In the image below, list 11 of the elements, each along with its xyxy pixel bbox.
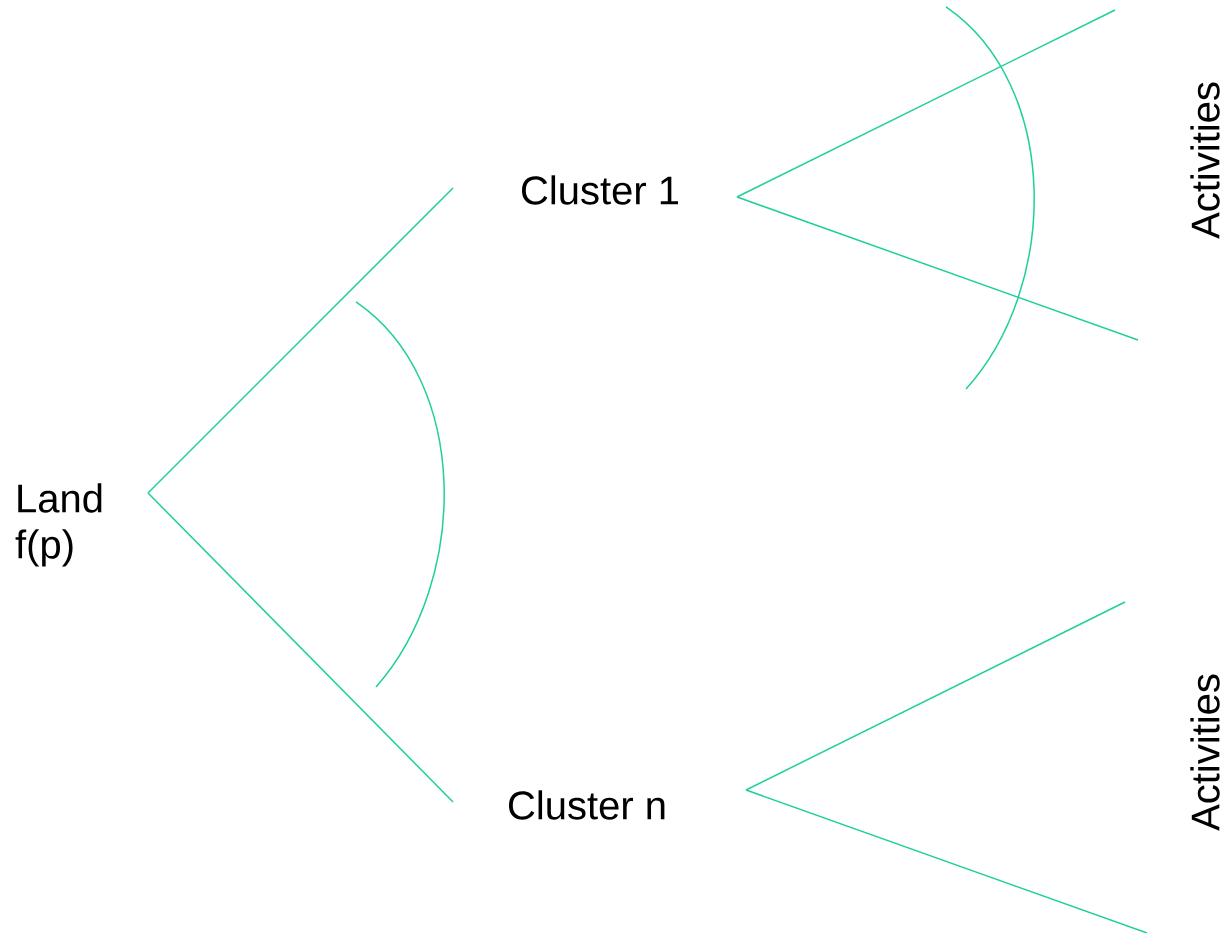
side-label: Activities xyxy=(1190,674,1220,831)
branch-line xyxy=(147,187,454,494)
node-label: Cluster 1 xyxy=(522,175,679,205)
node-label: Cluster n xyxy=(509,790,665,820)
side-label: Activities xyxy=(1190,82,1220,239)
branch-line xyxy=(745,789,1148,933)
branch-line xyxy=(745,601,1126,791)
branch-line xyxy=(147,492,454,803)
node-label: Land f(p) xyxy=(15,483,102,567)
branch-line xyxy=(736,196,1139,341)
branch-line xyxy=(736,9,1116,198)
